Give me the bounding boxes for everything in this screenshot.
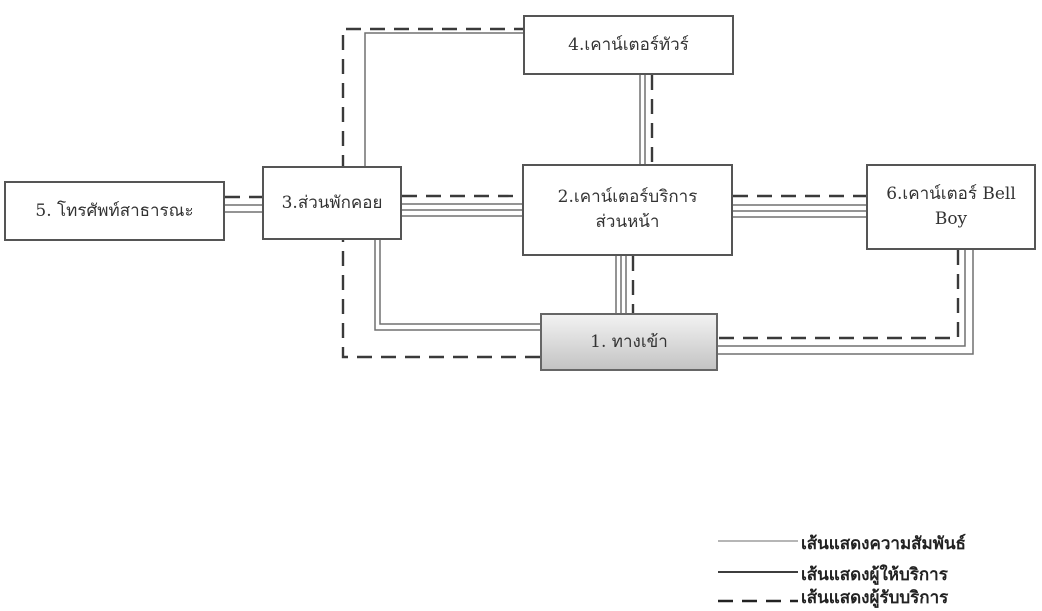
node-entrance-label: 1. ทางเข้า [590,330,668,355]
node-bellboy-label-2: Boy [935,207,967,232]
node-tour-counter: 4.เคาน์เตอร์ทัวร์ [523,15,734,75]
link-frontdesk-entrance [616,256,626,318]
node-public-phone: 5. โทรศัพท์สาธารณะ [4,181,225,241]
node-bellboy-label-1: 6.เคาน์เตอร์ Bell [886,182,1016,207]
link-phone-lounge [225,205,262,212]
link-tour-frontdesk [640,75,645,164]
link-frontdesk-bellboy [733,205,866,217]
legend-samples [718,541,798,601]
link-lounge-tour [365,33,523,166]
node-bellboy-counter: 6.เคาน์เตอร์ Bell Boy [866,164,1036,250]
node-front-desk-label-1: 2.เคาน์เตอร์บริการ [558,185,698,210]
node-entrance: 1. ทางเข้า [540,313,718,371]
node-public-phone-label: 5. โทรศัพท์สาธารณะ [35,199,193,224]
link-lounge-frontdesk [402,204,522,216]
legend-customer-label: เส้นแสดงผู้รับบริการ [801,584,948,611]
legend-relationship-label: เส้นแสดงความสัมพันธ์ [801,530,966,557]
node-front-desk: 2.เคาน์เตอร์บริการ ส่วนหน้า [522,164,733,256]
node-tour-counter-label: 4.เคาน์เตอร์ทัวร์ [568,33,689,58]
link-lounge-entrance [375,240,540,330]
node-lounge: 3.ส่วนพักคอย [262,166,402,240]
node-lounge-label: 3.ส่วนพักคอย [282,191,383,216]
dash-bellboy-entrance [718,250,958,338]
node-front-desk-label-2: ส่วนหน้า [596,210,660,235]
